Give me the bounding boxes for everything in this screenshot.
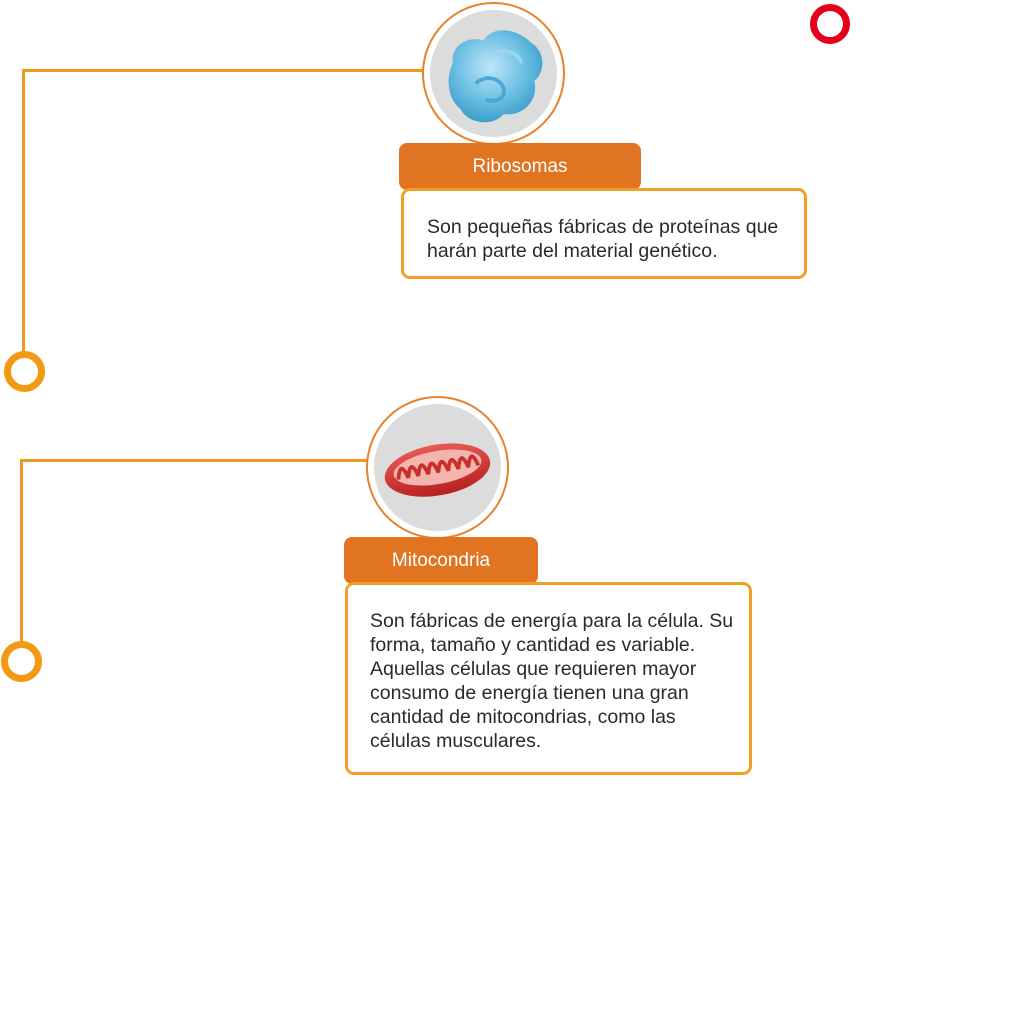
mitocondria-title: Mitocondria [344, 537, 538, 584]
ribosome-icon [448, 30, 543, 123]
timeline-node-mitocondria [1, 641, 42, 682]
mitochondria-icon [384, 443, 491, 497]
ribosomas-description-box: Son pequeñas fábricas de proteínas que h… [401, 188, 807, 279]
ribosomas-image [422, 2, 565, 145]
ribosomas-title: Ribosomas [399, 143, 641, 190]
timeline-node-red [810, 4, 850, 44]
mitocondria-description-box: Son fábricas de energía para la célula. … [345, 582, 752, 775]
mitocondria-description: Son fábricas de energía para la célula. … [370, 610, 734, 752]
mitocondria-image [366, 396, 509, 539]
ribosomas-description: Son pequeñas fábricas de proteínas que h… [427, 216, 779, 262]
timeline-node-ribosomas [4, 351, 45, 392]
